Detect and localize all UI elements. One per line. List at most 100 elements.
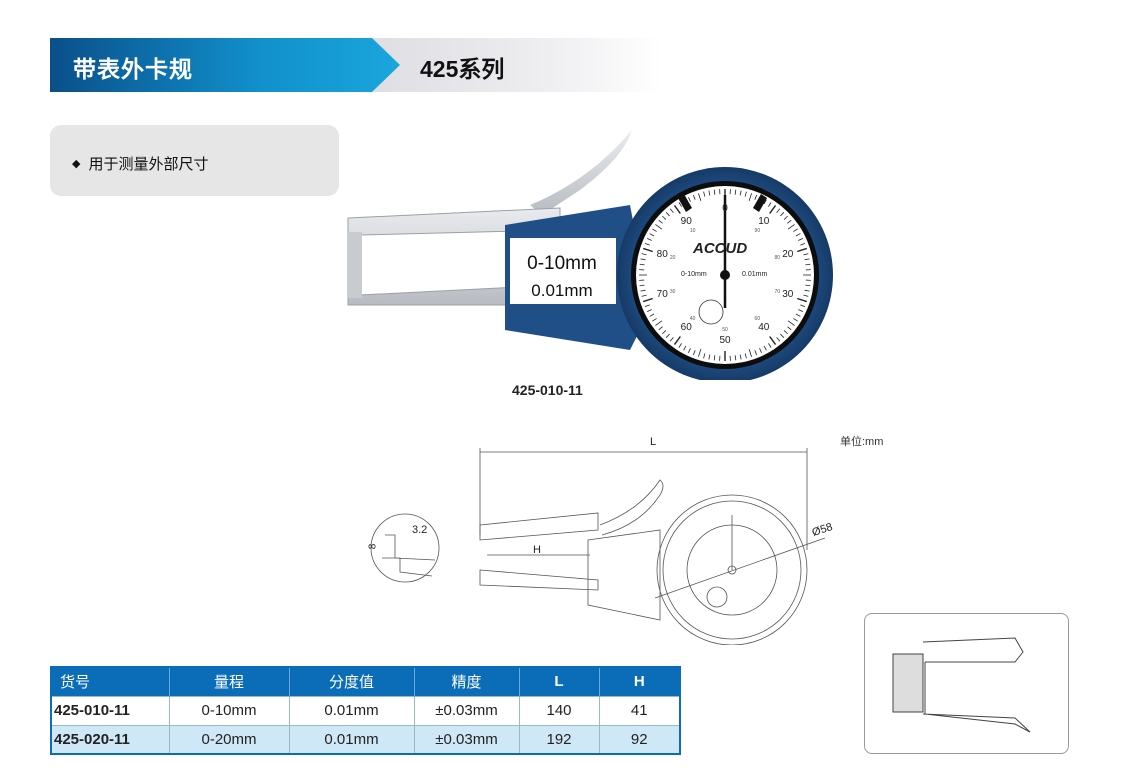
dial-tick [803, 253, 809, 256]
feature-text: 用于测量外部尺寸 [88, 156, 209, 173]
cell: 0.01mm [288, 724, 414, 754]
dial-tick [698, 349, 702, 357]
dial-tick [683, 345, 687, 351]
dim-tip-width: 3.2 [412, 524, 428, 536]
dial-inner-numeral: 90 [754, 227, 761, 234]
dial-tick [769, 205, 777, 214]
dial-tick [744, 191, 747, 197]
dial-tick [669, 337, 674, 342]
label-range: 0-10mm [527, 253, 597, 274]
dial-tick [678, 343, 682, 348]
dial-tick [678, 202, 682, 207]
col-header: L [518, 667, 599, 696]
dim-tip-height: 8 [367, 543, 379, 550]
dial-inner-numeral: 10 [689, 227, 696, 234]
dial-tick [692, 194, 696, 200]
dial-tick [658, 326, 663, 331]
dial-tick [793, 228, 798, 232]
dial-tick [763, 345, 767, 351]
dial-tick [665, 333, 670, 338]
dim-length-label: L [650, 436, 657, 448]
dial-tick [644, 304, 650, 308]
dial-inner-numeral: 80 [774, 255, 781, 261]
dial-tick [776, 208, 781, 213]
product-photo [347, 130, 833, 380]
dial-tick [641, 294, 647, 297]
cell: ±0.03mm [413, 724, 519, 754]
col-header: 量程 [168, 667, 289, 696]
dial-inner-numeral: 50 [722, 327, 728, 333]
dial-tick [688, 348, 691, 353]
dial-tick [768, 202, 772, 207]
dial-numeral: 80 [656, 248, 668, 260]
dial-numeral: 0 [722, 203, 728, 214]
col-header: H [598, 667, 680, 696]
dial-tick [795, 313, 801, 317]
dial-inner-numeral: 60 [754, 316, 761, 323]
dial-tick [652, 228, 657, 232]
dial-tick [673, 336, 681, 345]
dial-numeral: 50 [719, 335, 731, 346]
cell: 0-10mm [168, 695, 289, 725]
dial-inner-numeral: 20 [669, 255, 676, 261]
dial-tick [713, 189, 716, 195]
dial-tick [734, 355, 737, 361]
dial-tick [804, 289, 810, 292]
dial-tick [759, 348, 762, 353]
dial-tick [744, 353, 747, 359]
dial-numeral: 60 [680, 322, 692, 334]
dial-tick [639, 263, 645, 266]
dial-tick [803, 294, 809, 297]
dial-tick [662, 215, 667, 220]
dial-tick [768, 343, 772, 348]
dial-tick [649, 233, 655, 237]
col-header: 分度值 [288, 667, 414, 696]
cell: ±0.03mm [413, 695, 519, 725]
dial-tick [673, 205, 681, 214]
dial-tick [640, 289, 646, 292]
col-header: 货号 [50, 667, 169, 696]
dial-tick [780, 212, 785, 217]
jaw-detail-inset [864, 613, 1069, 754]
dial-numeral: 30 [782, 289, 794, 301]
dim-height-label: H [533, 544, 541, 556]
dial-tick [797, 297, 808, 303]
dial-tick [748, 349, 752, 357]
dial-tick [776, 337, 781, 342]
dial-numeral: 40 [758, 322, 770, 334]
dial-tick [640, 258, 646, 261]
header-banner-tail [372, 38, 662, 92]
dial-inner-numeral: 40 [689, 316, 696, 323]
dial-tick [642, 297, 653, 303]
series-title: 425系列 [420, 56, 505, 82]
dial-numeral: 20 [782, 248, 794, 260]
dial-inner-numeral: 70 [774, 288, 781, 295]
dial-tick [798, 309, 803, 312]
dial-tick [797, 247, 808, 253]
dial-tick [739, 354, 742, 360]
dial-tick [644, 242, 650, 246]
dial-tick [649, 313, 655, 317]
dial-tick [800, 304, 806, 308]
cell: 0.01mm [288, 695, 414, 725]
cell: 41 [598, 695, 680, 725]
dial-tick [748, 193, 752, 201]
dial-tick [734, 189, 737, 195]
dial-tick [647, 238, 652, 241]
dial-tick [639, 284, 645, 287]
unit-label: 单位:mm [840, 436, 884, 448]
dial-tick [669, 208, 674, 213]
dial-tick [754, 194, 758, 200]
dial-tick [783, 330, 788, 335]
lever [530, 130, 632, 215]
dial-tick [703, 191, 706, 197]
dial-tick [787, 320, 795, 326]
dial-tick [787, 224, 795, 230]
dial-numeral: 70 [656, 289, 668, 301]
dial-tick [783, 215, 788, 220]
header-banner [50, 38, 400, 92]
cell: 92 [598, 724, 680, 754]
product-caption: 425-010-11 [512, 382, 583, 398]
dial-tick [769, 336, 777, 345]
